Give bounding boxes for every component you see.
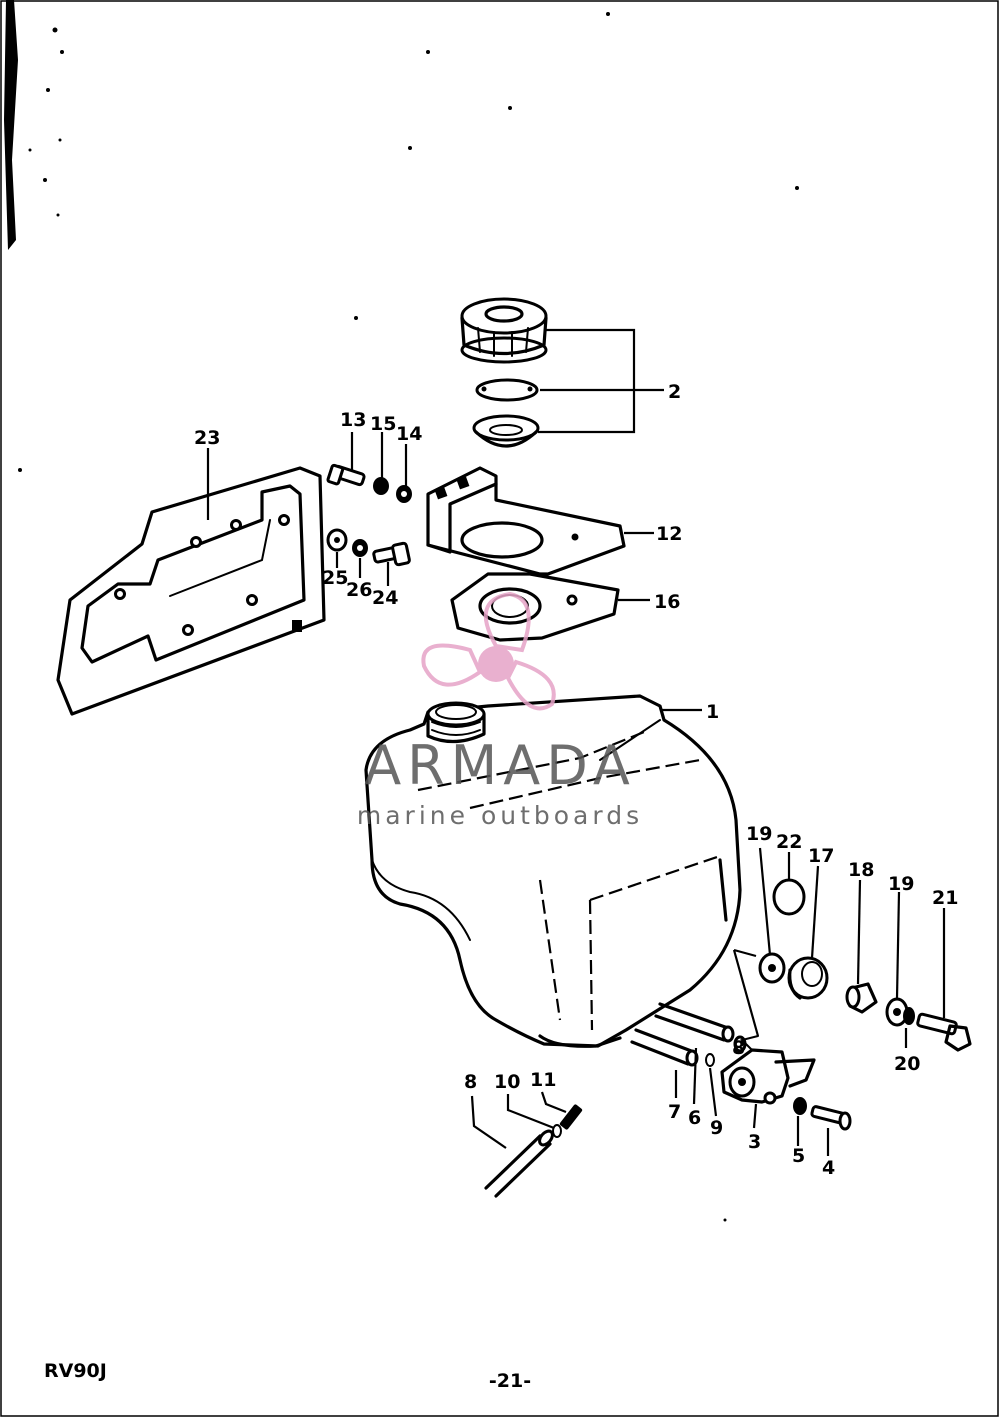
callout-5: 5	[792, 1145, 805, 1167]
callout-8-fitting: 8	[732, 1037, 745, 1059]
washer-5	[793, 1097, 807, 1115]
plug-22	[772, 878, 806, 916]
propeller-icon	[421, 591, 556, 711]
callout-13: 13	[340, 409, 366, 431]
callout-14: 14	[396, 423, 422, 445]
part-16-gasket	[450, 572, 620, 642]
watermark: ARMADA marine outboards	[357, 591, 643, 830]
callout-26: 26	[346, 579, 372, 601]
callout-18: 18	[848, 859, 874, 881]
pipe-6	[654, 1002, 735, 1043]
callout-4: 4	[822, 1157, 835, 1179]
callout-22: 22	[776, 831, 802, 853]
scan-noise	[4, 0, 799, 1222]
callout-2: 2	[668, 381, 681, 403]
nut-14	[396, 485, 412, 503]
part-23-gasket-plate	[56, 466, 326, 716]
hose-8	[484, 1129, 554, 1198]
part-1-oil-tank	[364, 694, 742, 1048]
callout-11: 11	[530, 1069, 556, 1091]
pipe-7	[630, 1028, 699, 1067]
callout-7: 7	[668, 1101, 681, 1123]
washer-19-left	[758, 952, 786, 984]
callout-20: 20	[894, 1053, 920, 1075]
watermark-tagline: marine outboards	[357, 801, 643, 830]
clip-10	[552, 1124, 562, 1138]
callout-25: 25	[322, 567, 348, 589]
callout-15: 15	[370, 413, 396, 435]
callout-17: 17	[808, 845, 834, 867]
part-3-fuel-cock	[720, 1035, 816, 1105]
grommet-17	[787, 956, 829, 1000]
bolt-24	[372, 541, 411, 567]
bolt-13	[326, 463, 366, 487]
callout-23: 23	[194, 427, 220, 449]
callout-12: 12	[656, 523, 682, 545]
callout-24: 24	[372, 587, 398, 609]
bolt-21	[916, 1012, 972, 1052]
part-12-bracket	[426, 466, 626, 576]
bolt-4	[810, 1105, 852, 1131]
clip-9	[705, 1053, 715, 1067]
leader-lines	[206, 328, 946, 1156]
washer-15	[373, 477, 389, 495]
watermark-brand: ARMADA	[364, 734, 636, 797]
screw-11	[559, 1104, 583, 1130]
washer-26	[352, 539, 368, 557]
callout-3: 3	[748, 1131, 761, 1153]
page-number: -21-	[489, 1370, 531, 1392]
washer-20	[903, 1007, 915, 1025]
washer-25	[326, 528, 348, 552]
callout-21: 21	[932, 887, 958, 909]
callout-16: 16	[654, 591, 680, 613]
callout-labels: 1 2 3 4 5 6 7 8 8 9 10 11 12 13 14 15 16…	[194, 381, 958, 1179]
callout-10: 10	[494, 1071, 520, 1093]
callout-19-left: 19	[746, 823, 772, 845]
callout-9: 9	[710, 1117, 723, 1139]
callout-6: 6	[688, 1107, 701, 1129]
callout-19-right: 19	[888, 873, 914, 895]
model-code: RV90J	[44, 1360, 107, 1382]
callout-1: 1	[706, 701, 719, 723]
callout-8-hose: 8	[464, 1071, 477, 1093]
collar-18	[845, 982, 878, 1014]
part-2-tank-cap	[460, 297, 548, 448]
